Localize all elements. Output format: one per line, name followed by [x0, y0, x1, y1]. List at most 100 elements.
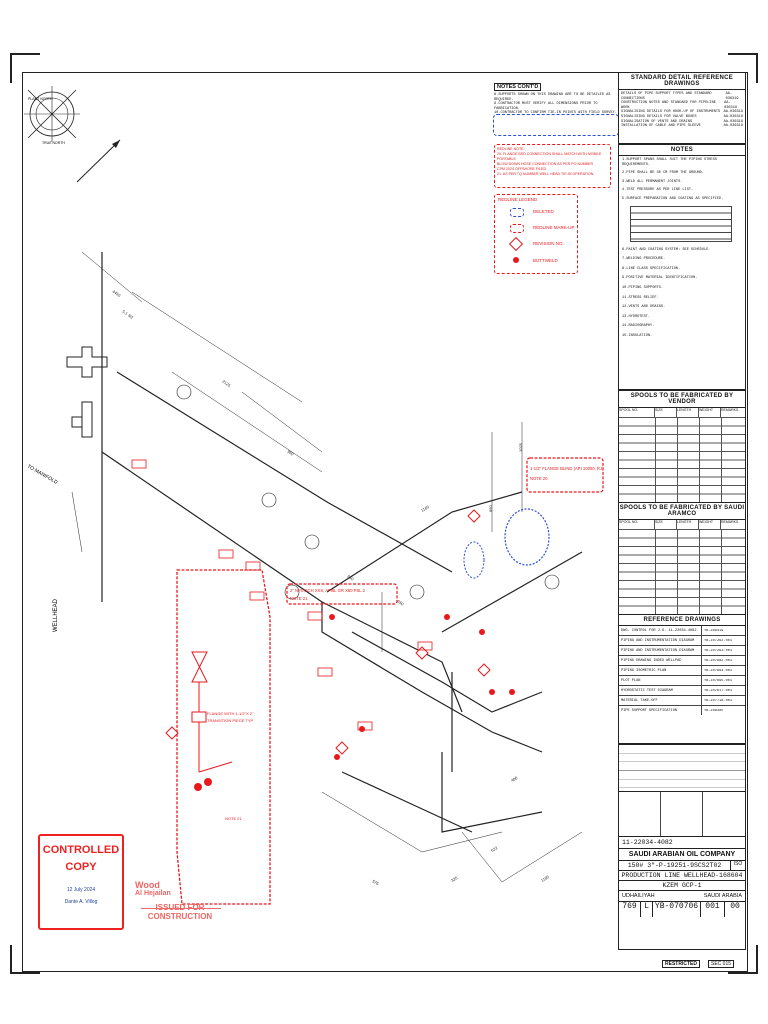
sheet-number: 001	[701, 902, 725, 917]
dim-14: 1105	[540, 874, 551, 883]
note-8: 8.LINE CLASS SPECIFICATION.	[622, 266, 681, 271]
dim-10: 1025	[518, 442, 523, 452]
note-3: 3.WELD ALL PERMANENT JOINTS.	[622, 179, 683, 184]
transition-note: TRANSITION PIECE TYP	[207, 718, 253, 723]
ref-row-7-b: YB-Z07718.001	[704, 698, 733, 703]
controlled-copy-stamp: CONTROLLED COPY 12 July 2024 Dante A. Vi…	[38, 834, 124, 930]
deleted-cloud	[504, 508, 550, 566]
spools-vendor-header: SPOOL NO. SIZE LENGTH WEIGHT REMARKS	[619, 408, 745, 418]
sa-col-2: LENGTH	[677, 520, 699, 530]
legend-deleted-swatch	[510, 208, 524, 217]
ref-row-8-a: PIPE SUPPORT SPECIFICATION	[619, 706, 702, 715]
note-11: 11.STRESS RELIEF.	[622, 295, 659, 300]
note-5: 5.SURFACE PREPARATION AND COATING AS SPE…	[622, 196, 724, 201]
spools-aramco-title: SPOOLS TO BE FABRICATED BY SAUDI ARAMCO	[619, 503, 745, 520]
ref-row-5-a: PLOT PLAN	[619, 676, 702, 685]
sec-label: SEC 015	[708, 960, 735, 968]
ref-row-2-b: YB-Z07263.001	[704, 648, 733, 653]
detail-sketch	[191, 651, 233, 773]
ref-row-6-a: HYDROSTATIC TEST DIAGRAM	[619, 686, 702, 695]
note-20: NOTE 20	[530, 476, 548, 481]
ref-row-6-b: YB-Z07617.001	[704, 688, 733, 693]
drawing-sheet	[22, 72, 748, 972]
legend-buttweld-label: BUTTWELD	[533, 258, 558, 263]
isometric-drawing: PLANT NORTH TRUE NORTH	[24, 86, 604, 905]
frame-corner-tr-v	[756, 53, 758, 83]
ref-row-4-b: YB-Z07694.001	[704, 668, 733, 673]
location-row: UDHAILIYAH SAUDI ARABIA	[619, 891, 745, 902]
line-spec: 150# 3"-P-19251-9SCS2T02	[627, 862, 722, 869]
note-14: 14.RADIOGRAPHY.	[622, 324, 655, 329]
revision-number: 00	[730, 902, 740, 911]
std-row-2-a: SIGNALISING DETAILS FOR HOOK-UP OF INSTR…	[621, 110, 721, 115]
ref-row-1-a: PIPING AND INSTRUMENTATION DIAGRAM	[619, 636, 702, 645]
redline-note-3: CPM 2024 OFFSHORE FILED	[497, 167, 547, 171]
dim-8: 850	[488, 505, 493, 512]
std-detail-rows: DETAILS OF PIPE SUPPORT TYPES AND STANDA…	[619, 90, 745, 131]
note-6: 6.PAINT AND COATING SYSTEM: SEE SCHEDULE…	[622, 247, 711, 252]
legend-revision-label: REVISION NO.	[533, 241, 564, 246]
note-2: 2.PIPE SHALL BE 30 CM FROM THE GROUND.	[622, 171, 704, 176]
sv-col-1: SIZE	[655, 408, 677, 418]
sa-col-3: WEIGHT	[699, 520, 721, 530]
note-9: 9.POSITIVE MATERIAL IDENTIFICATION.	[622, 276, 698, 281]
ref-drawings-title: REFERENCE DRAWINGS	[619, 615, 745, 626]
caller-arrow	[76, 139, 121, 183]
note-21: NOTE 21	[290, 596, 308, 601]
legend-markup-swatch	[510, 224, 524, 233]
stamp-controlled: CONTROLLED	[42, 844, 120, 856]
ref-row-0-b: YB-Z09419	[704, 628, 724, 633]
stamp-copy: COPY	[65, 861, 97, 873]
dim-4: 2125	[221, 379, 232, 389]
redline-cloud-npt	[286, 583, 398, 605]
std-detail-title: STANDARD DETAIL REFERENCE DRAWINGS	[619, 73, 745, 90]
compass-label-1: PLANT NORTH	[28, 97, 53, 101]
compass-label-2: TRUE NORTH	[42, 141, 65, 145]
dwg-number: YB-070706	[653, 902, 701, 917]
sv-col-4: REMARKS	[721, 408, 745, 418]
dim-9: 576	[372, 879, 381, 887]
plant-no: 769	[619, 902, 641, 917]
legend-title: REDLINE LEGEND	[498, 197, 538, 202]
notes-mini-table	[630, 205, 732, 242]
deleted-cloud-2	[463, 541, 485, 579]
ref-row-5-b: YB-Z07695.001	[704, 678, 733, 683]
std-row-5-b: AA-036319	[723, 124, 743, 129]
ref-row-1-b: YB-Z07262.001	[704, 638, 733, 643]
pipe-runs	[101, 252, 583, 833]
legend-markup-label: REDLINE MARK-UP	[533, 225, 575, 230]
tag-bubbles	[176, 384, 560, 600]
ref-row-3-a: PIPING DRAWING INDEX WELLPAD	[619, 656, 702, 665]
spools-aramco-panel: SPOOLS TO BE FABRICATED BY SAUDI ARAMCO …	[618, 502, 746, 620]
wellhead-label: WELLHEAD	[53, 598, 59, 632]
notes-contd-line-3: 10.CONTRACTOR TO CONFIRM TIE-IN POINTS W…	[494, 111, 617, 116]
notes-contd-title: NOTES CONT'D	[494, 83, 542, 91]
std-row-3-b: AA-036319	[723, 114, 743, 119]
frame-corner-tl-h	[10, 53, 40, 55]
wood-issued-stamp: Wood Al Hejailan ISSUED FOR CONSTRUCTION	[135, 880, 265, 940]
dim-6: 650	[346, 574, 355, 582]
ref-row-4-a: PIPING ISOMETRIC PLAN	[619, 666, 702, 675]
jo-number: 11-22034-4082	[619, 837, 745, 849]
notes-contd-line-2: 9.CONTRACTOR MUST VERIFY ALL DIMENSIONS …	[494, 102, 598, 111]
std-row-4-a: SIGNALISATION OF VENTS AND DRAINS	[621, 119, 693, 124]
std-row-5-a: INSTALLATION OF CABLE AND PIPE SLEEVE	[621, 124, 701, 129]
buttweld-1	[194, 783, 202, 791]
revision-validation-area	[619, 745, 745, 792]
dim-5: 1165	[420, 504, 431, 513]
note-13: 13.HYDROTEST.	[622, 314, 651, 319]
dimension-lines	[71, 251, 583, 883]
wood-brand-1: Wood	[135, 880, 160, 890]
dim-13: 325	[450, 875, 459, 883]
sa-col-0: SPOOL NO.	[619, 520, 655, 530]
frame-corner-br-v	[756, 945, 758, 973]
npt-note: 2" NPS,SCH XXS, API5L GR X60 PSL 2	[290, 588, 366, 593]
buttweld-2	[204, 778, 212, 786]
std-row-0-a: DETAILS OF PIPE SUPPORT TYPES AND STANDA…	[621, 92, 712, 101]
redline-note-2: BLOW DOWN HOSE CONNECTION AS PER PO NUMB…	[497, 162, 594, 166]
frame-corner-bl-v	[10, 945, 12, 973]
sa-col-1: SIZE	[655, 520, 677, 530]
signatures-area	[619, 792, 745, 837]
sv-col-0: SPOOL NO.	[619, 408, 655, 418]
company-name: SAUDI ARABIAN OIL COMPANY	[619, 849, 745, 861]
